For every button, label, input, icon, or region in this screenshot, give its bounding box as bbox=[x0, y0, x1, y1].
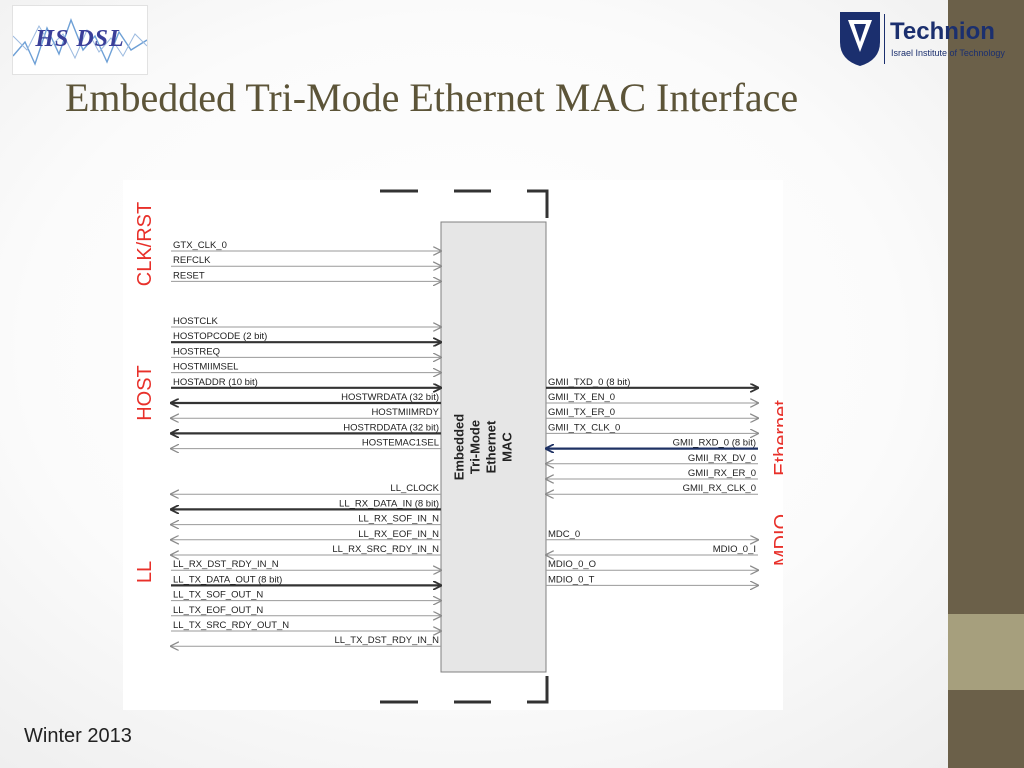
signal-label: GMII_TXD_0 (8 bit) bbox=[548, 377, 630, 388]
signal-label: REFCLK bbox=[173, 255, 211, 266]
signal-label: GMII_RX_ER_0 bbox=[688, 468, 756, 479]
group-label-mdio: MDIO bbox=[771, 514, 783, 566]
group-label-eth: Ethernet bbox=[771, 400, 783, 476]
group-label-ll: LL bbox=[134, 561, 156, 583]
signal-label: LL_TX_DATA_OUT (8 bit) bbox=[173, 574, 282, 585]
mac-block-label-line: MAC bbox=[500, 432, 515, 462]
signal-label: LL_TX_EOF_OUT_N bbox=[173, 605, 263, 616]
signal-label: HOSTADDR (10 bit) bbox=[173, 377, 258, 388]
logo-right-subtitle: Israel Institute of Technology bbox=[891, 48, 1005, 58]
signal-label: RESET bbox=[173, 270, 205, 281]
signal-label: HOSTCLK bbox=[173, 316, 219, 327]
mac-block bbox=[440, 221, 547, 673]
mac-block-label-line: Tri-Mode bbox=[468, 420, 483, 474]
signal-label: MDIO_0_O bbox=[548, 559, 596, 570]
group-label-clk: CLK/RST bbox=[134, 202, 156, 286]
signal-label: MDC_0 bbox=[548, 529, 580, 540]
group-label-host: HOST bbox=[134, 365, 156, 421]
signal-label: MDIO_0_T bbox=[548, 574, 595, 585]
signal-label: LL_CLOCK bbox=[390, 483, 439, 494]
signal-label: LL_TX_SRC_RDY_OUT_N bbox=[173, 620, 289, 631]
signal-label: HOSTEMAC1SEL bbox=[362, 438, 439, 449]
signal-label: GMII_RX_DV_0 bbox=[688, 453, 756, 464]
signal-label: LL_TX_SOF_OUT_N bbox=[173, 590, 263, 601]
hs-dsl-logo: HS DSL bbox=[12, 5, 148, 75]
signal-label: HOSTMIIMSEL bbox=[173, 362, 238, 373]
signal-label: LL_RX_EOF_IN_N bbox=[358, 529, 439, 540]
footer-date: Winter 2013 bbox=[24, 725, 132, 747]
mac-block-label-line: Ethernet bbox=[484, 420, 499, 473]
signal-label: MDIO_0_I bbox=[713, 544, 756, 555]
signal-label: GTX_CLK_0 bbox=[173, 240, 227, 251]
signal-label: LL_RX_DATA_IN (8 bit) bbox=[339, 498, 439, 509]
signal-label: GMII_TX_CLK_0 bbox=[548, 422, 620, 433]
signal-label: GMII_RX_CLK_0 bbox=[683, 483, 756, 494]
mac-block-label: EmbeddedTri-ModeEthernetMAC bbox=[452, 414, 515, 481]
signal-label: LL_TX_DST_RDY_IN_N bbox=[334, 635, 439, 646]
technion-logo: Technion Israel Institute of Technology bbox=[834, 8, 1010, 68]
signal-label: HOSTOPCODE (2 bit) bbox=[173, 331, 267, 342]
signal-label: LL_RX_DST_RDY_IN_N bbox=[173, 559, 279, 570]
signal-label: GMII_TX_EN_0 bbox=[548, 392, 615, 403]
sidebar-accent-block bbox=[948, 614, 1024, 690]
signal-label: HOSTREQ bbox=[173, 346, 220, 357]
logo-left-text: HS DSL bbox=[35, 26, 125, 52]
logo-right-name: Technion bbox=[890, 18, 995, 45]
technion-emblem-icon bbox=[840, 12, 880, 66]
diagram-bracket-top bbox=[380, 189, 549, 218]
mac-block-label-line: Embedded bbox=[452, 414, 467, 481]
signal-label: HOSTWRDATA (32 bit) bbox=[341, 392, 439, 403]
signal-label: GMII_TX_ER_0 bbox=[548, 407, 615, 418]
signal-label: LL_RX_SRC_RDY_IN_N bbox=[332, 544, 439, 555]
diagram-bracket-bottom bbox=[380, 676, 549, 704]
signal-label: HOSTMIIMRDY bbox=[371, 407, 439, 418]
slide-title: Embedded Tri-Mode Ethernet MAC Interface bbox=[65, 75, 799, 120]
logo-divider bbox=[884, 14, 885, 64]
signal-label: LL_RX_SOF_IN_N bbox=[358, 514, 439, 525]
signal-label: GMII_RXD_0 (8 bit) bbox=[673, 438, 756, 449]
signal-label: HOSTRDDATA (32 bit) bbox=[343, 422, 439, 433]
diagram-canvas: EmbeddedTri-ModeEthernetMACGTX_CLK_0REFC… bbox=[134, 189, 783, 704]
logo-waveform-icon bbox=[13, 18, 147, 66]
